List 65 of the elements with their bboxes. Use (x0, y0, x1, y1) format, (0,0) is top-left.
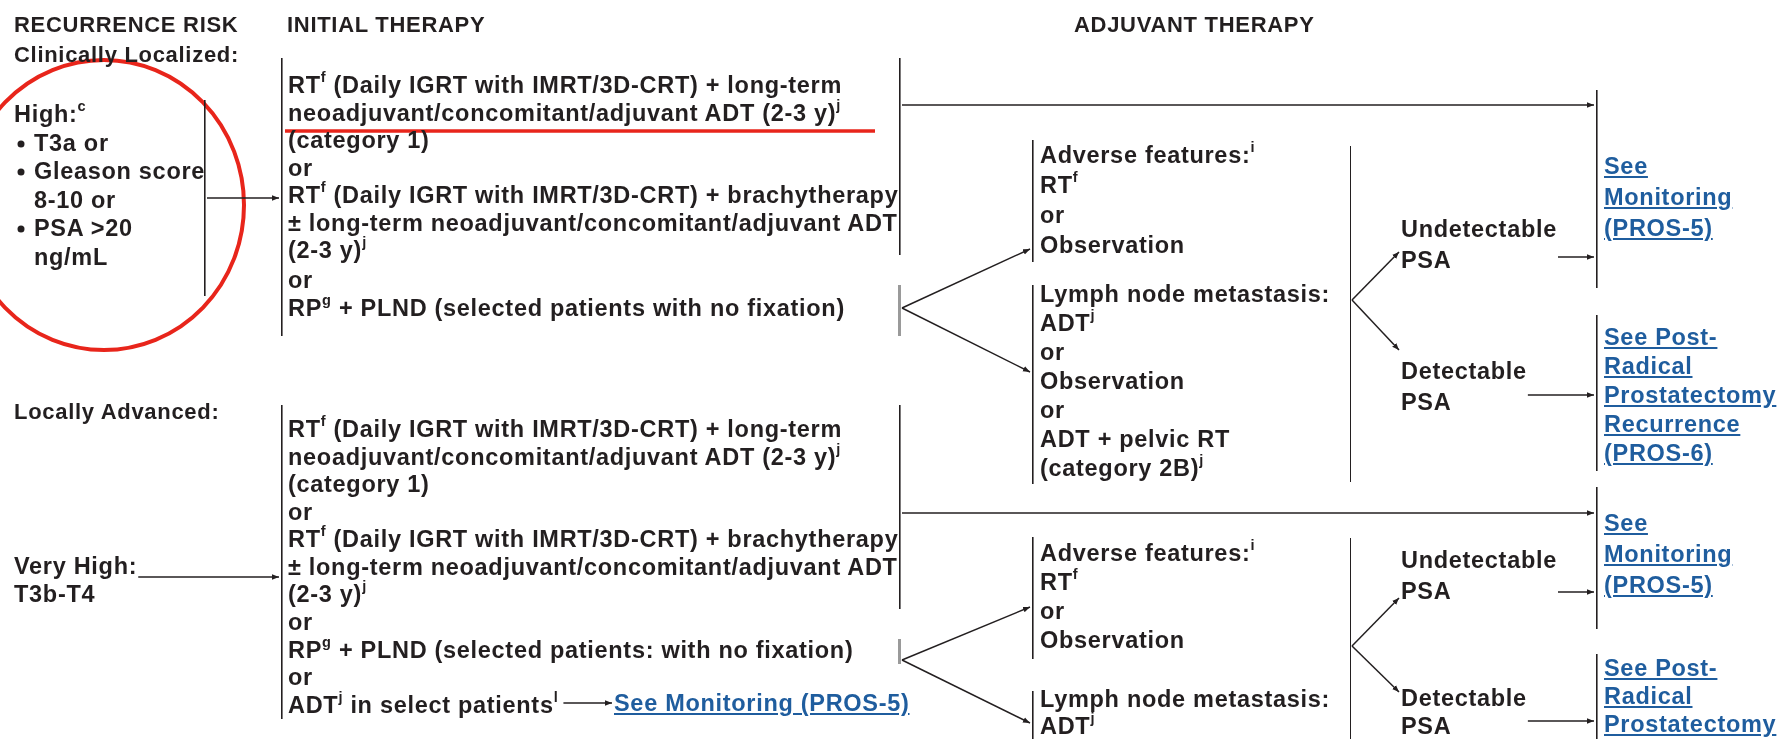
therapy-option-text: RT$^{f}$ (Daily IGRT with IMRT/3D-CRT) + brachytherapy ± long-term neoadjuvant/concomitant/adjuvant ADT (2-3 y)$^{j}$ (288, 182, 900, 265)
arrow (562, 700, 613, 706)
risk-group-heading: High:$^{c}$ (14, 100, 88, 129)
section-heading: Locally Advanced: (14, 399, 220, 425)
adjuvant-option-text: Adverse features:$^{i}$ (1040, 140, 1257, 170)
adjuvant-option-text: Adverse features:$^{i}$ (1040, 539, 1257, 568)
therapy-option-text: or (288, 664, 314, 692)
risk-criteria-text: T3a or (34, 128, 110, 157)
cross-reference-link: See Monitoring (PROS-5) (614, 690, 910, 717)
arrow (1527, 392, 1595, 398)
arrow (901, 102, 1595, 108)
cross-reference-link: See Monitoring (PROS-5) (1604, 510, 1733, 598)
risk-group-text: Very High: (14, 552, 138, 580)
therapy-option-text: ADT$^{j}$ in select patients$^{l}$ (288, 691, 559, 719)
adjuvant-option-text: Lymph node metastasis: (1040, 686, 1332, 712)
adjuvant-option-text: ADT + pelvic RT (category 2B)$^{j}$ (1040, 425, 1232, 483)
arrow (901, 606, 1031, 661)
arrow (137, 574, 280, 580)
adjuvant-option-text: Observation (1040, 626, 1186, 655)
column-heading: ADJUVANT THERAPY (1074, 12, 1315, 38)
section-heading: Clinically Localized: (14, 42, 239, 68)
arrow (1351, 645, 1400, 693)
adjuvant-option-text: Lymph node metastasis: (1040, 280, 1332, 309)
psa-result-text: Undetectable PSA (1401, 545, 1557, 607)
arrow (1557, 589, 1595, 595)
adjuvant-option-text: or (1040, 396, 1066, 425)
arrow (901, 659, 1031, 724)
arrow (1351, 299, 1400, 351)
arrow (901, 248, 1031, 309)
arrow (1527, 718, 1595, 724)
cross-reference-link: See Post-Radical Prostatectomy Recurrence (PROS-6) (1604, 324, 1777, 466)
arrow (901, 510, 1595, 516)
adjuvant-option-text: ADT$^{j}$ (1040, 309, 1097, 338)
column-heading: INITIAL THERAPY (287, 12, 486, 38)
risk-group-text: T3b-T4 (14, 580, 97, 608)
adjuvant-option-text: Observation (1040, 367, 1186, 396)
therapy-option-text: or (288, 154, 314, 182)
adjuvant-option-text: ADT$^{j}$ (1040, 713, 1096, 739)
arrow (1351, 597, 1400, 647)
arrow (901, 307, 1031, 373)
therapy-option-text: RT$^{f}$ (Daily IGRT with IMRT/3D-CRT) + long-term neoadjuvant/concomitant/adjuvant ADT (2-3 y)$^{j}$ (category 1) (288, 416, 843, 499)
adjuvant-option-text: RT$^{f}$ (1040, 170, 1080, 200)
therapy-option-text: RT$^{f}$ (Daily IGRT with IMRT/3D-CRT) + brachytherapy ± long-term neoadjuvant/concomitant/adjuvant ADT (2-3 y)$^{j}$ (288, 526, 900, 609)
column-heading: RECURRENCE RISK (14, 12, 239, 38)
arrow (1557, 254, 1595, 260)
therapy-option-text: RP$^{g}$ + PLND (selected patients with no fixation) (288, 294, 846, 322)
risk-criteria-text: Gleason score 8-10 or (34, 157, 206, 214)
therapy-option-text: or (288, 498, 314, 526)
adjuvant-option-text: RT$^{f}$ (1040, 568, 1080, 597)
psa-result-text: Undetectable PSA (1401, 214, 1557, 276)
arrow (1351, 251, 1400, 301)
therapy-option-text: or (288, 266, 314, 294)
risk-criteria-text: PSA >20 ng/mL (34, 214, 134, 271)
adjuvant-option-text: or (1040, 338, 1066, 367)
therapy-option-text: RP$^{g}$ + PLND (selected patients: with no fixation) (288, 636, 855, 664)
cross-reference-link: See Monitoring (PROS-5) (1604, 153, 1733, 241)
adjuvant-option-text: or (1040, 597, 1066, 626)
adjuvant-option-text: Observation (1040, 231, 1186, 260)
psa-result-text: Detectable PSA (1401, 356, 1527, 418)
adjuvant-option-text: or (1040, 201, 1066, 230)
arrow (206, 195, 280, 201)
cross-reference-link: See Post-Radical Prostatectomy (1604, 655, 1777, 737)
therapy-option-text: RT$^{f}$ (Daily IGRT with IMRT/3D-CRT) + long-term neoadjuvant/concomitant/adjuvant ADT (2-3 y)$^{j}$ (category 1) (288, 72, 843, 155)
psa-result-text: Detectable PSA (1401, 684, 1527, 739)
therapy-option-text: or (288, 609, 314, 637)
